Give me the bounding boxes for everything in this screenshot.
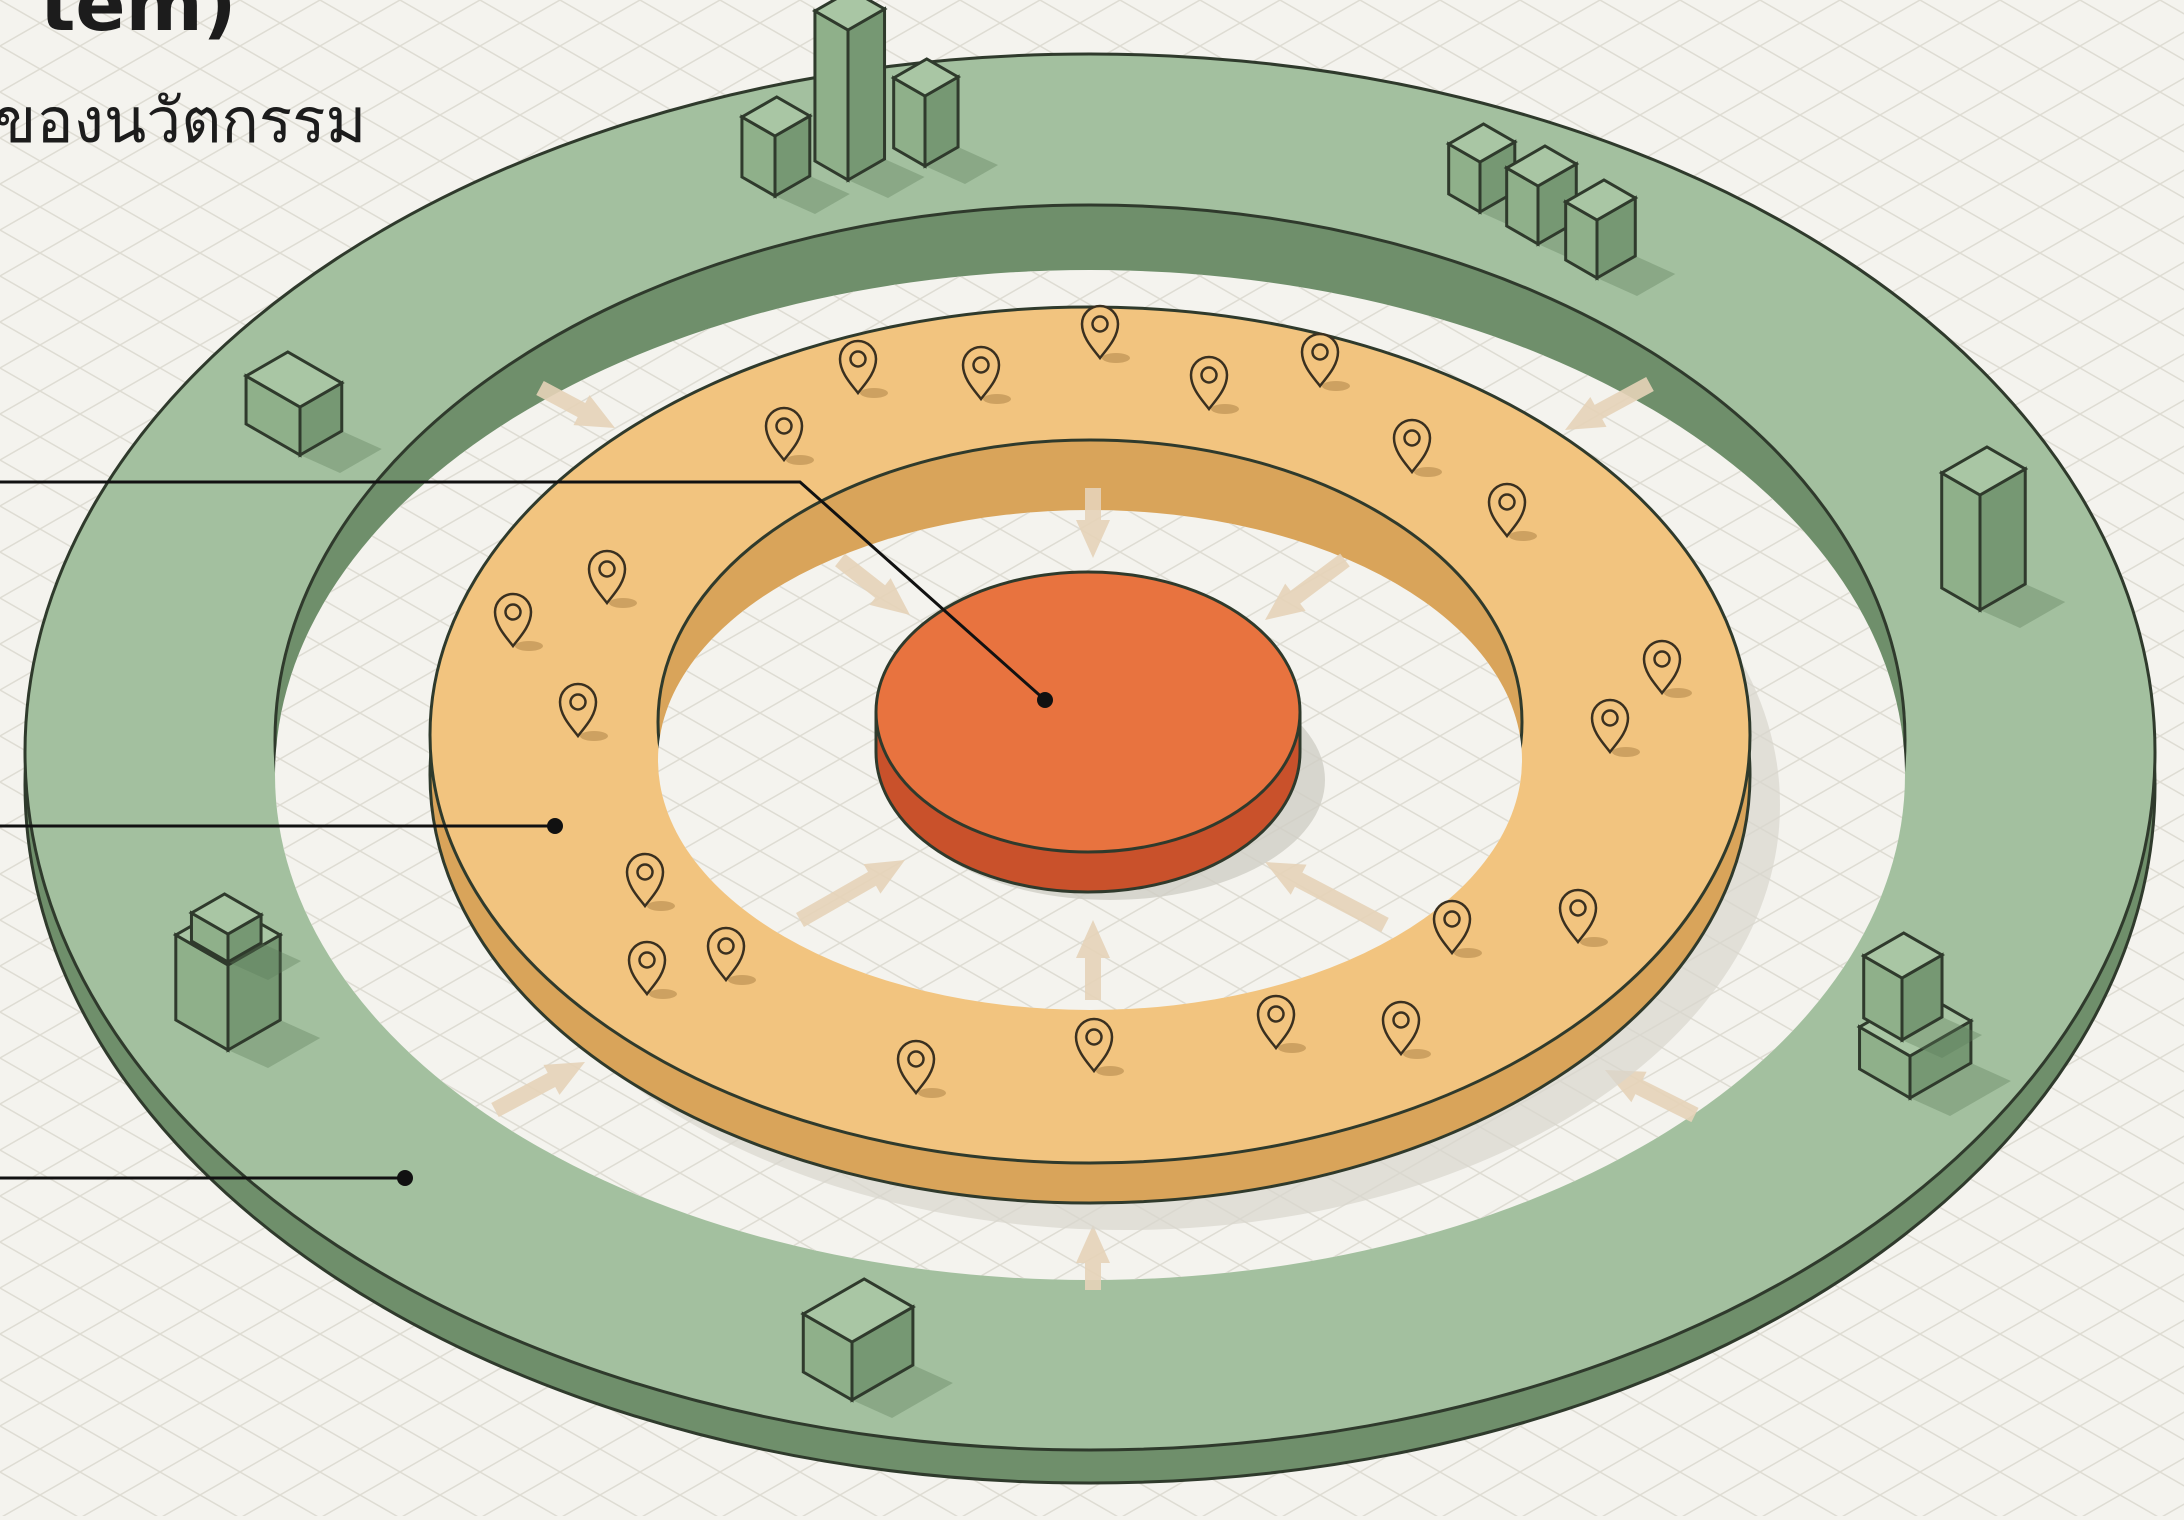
page-subtitle-fragment: ของนวัตกรรม [0, 72, 366, 170]
outer-callout-dot [397, 1170, 413, 1186]
core-top [876, 572, 1300, 852]
page-title-fragment: tem) [40, 0, 237, 48]
middle-callout-dot [547, 818, 563, 834]
core-callout-dot [1037, 692, 1053, 708]
